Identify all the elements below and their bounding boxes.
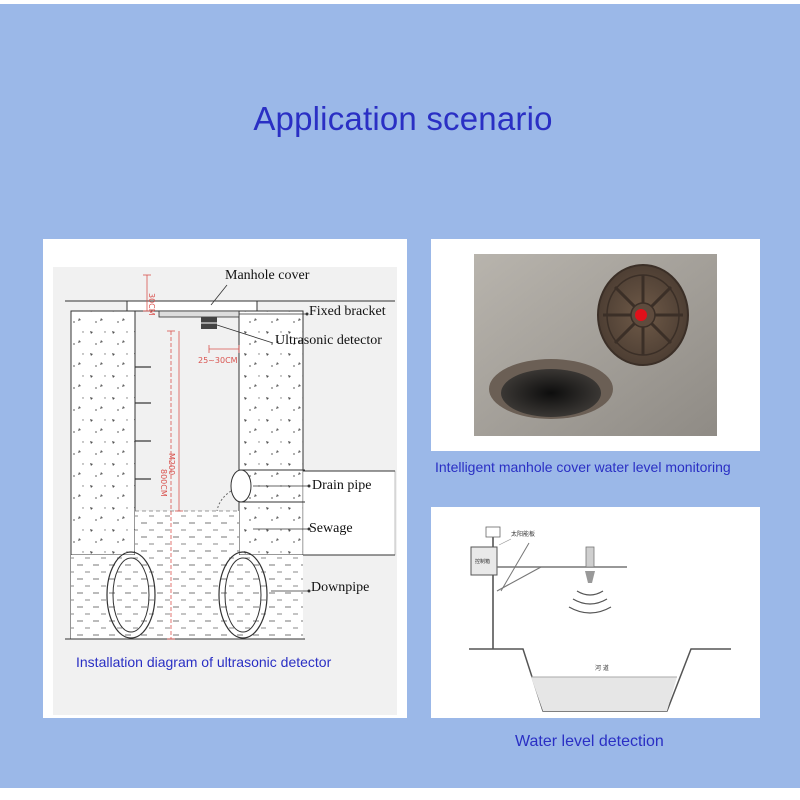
label-solar-panel: 太阳能板 <box>511 531 536 538</box>
dim-depth-outer: 800CM <box>159 469 168 497</box>
manhole-photo-panel: Intelligent manhole cover water level mo… <box>431 239 760 475</box>
drain-pipe <box>230 469 252 503</box>
label-river: 河 道 <box>595 665 609 672</box>
dim-depth-inner: M200 <box>167 453 176 475</box>
level-sensor <box>585 546 595 568</box>
control-box <box>470 546 498 576</box>
manhole-cover <box>597 264 689 366</box>
label-ultrasonic-detector: Ultrasonic detector <box>275 333 382 348</box>
manhole-cover-slab <box>126 300 258 312</box>
page-title: Application scenario <box>253 100 553 137</box>
label-downpipe: Downpipe <box>311 580 370 595</box>
installation-diagram: 30CM 25~30CM 800CM M200 <box>53 267 397 715</box>
label-fixed-bracket: Fixed bracket <box>309 304 386 319</box>
water-level-caption: Water level detection <box>515 733 664 750</box>
installation-diagram-panel: 30CM 25~30CM 800CM M200 Manhole cover Fi… <box>43 239 407 718</box>
open-manhole <box>501 369 601 417</box>
sound-waves <box>568 590 612 614</box>
label-manhole-cover: Manhole cover <box>225 268 310 283</box>
water-level-panel: 太阳能板 控制箱 河 道 <box>431 507 760 718</box>
dim-offset: 25~30CM <box>198 356 238 365</box>
river-water <box>531 677 677 711</box>
fixed-bracket <box>158 310 240 318</box>
right-wall <box>238 310 304 556</box>
sensor-light <box>635 309 647 321</box>
downpipes <box>106 551 268 639</box>
label-sewage: Sewage <box>309 521 353 536</box>
water-level-diagram <box>469 525 731 713</box>
manhole-photo <box>474 254 717 436</box>
dimension-lines <box>143 274 240 640</box>
label-drain-pipe: Drain pipe <box>312 478 372 493</box>
dim-top-gap: 30CM <box>147 293 156 316</box>
manhole-caption: Intelligent manhole cover water level mo… <box>435 459 731 475</box>
installation-caption: Installation diagram of ultrasonic detec… <box>76 654 332 670</box>
label-control-box: 控制箱 <box>475 559 491 565</box>
left-wall <box>70 310 136 556</box>
